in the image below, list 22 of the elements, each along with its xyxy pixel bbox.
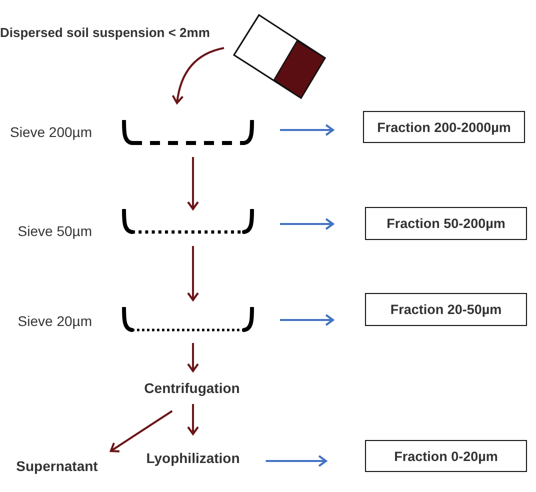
arrow xyxy=(280,218,334,230)
step-label: Lyophilization xyxy=(146,450,240,467)
arrow xyxy=(280,124,334,136)
sieve-label: Sieve 200µm xyxy=(10,124,92,140)
arrow xyxy=(172,47,224,104)
fraction-box: Fraction 200-2000µm xyxy=(363,111,525,143)
arrow xyxy=(187,246,199,301)
sieve-label: Sieve 20µm xyxy=(18,313,92,329)
beaker-drawing xyxy=(232,13,328,101)
arrow xyxy=(110,410,173,452)
arrow xyxy=(187,157,199,210)
step-label: Centrifugation xyxy=(144,380,240,397)
arrow xyxy=(187,404,199,435)
fraction-box: Fraction 20-50µm xyxy=(365,293,527,326)
fraction-box: Fraction 0-20µm xyxy=(365,440,527,472)
fraction-box: Fraction 50-200µm xyxy=(365,207,527,240)
product-label: Supernatant xyxy=(16,458,98,475)
sample-label: Dispersed soil suspension < 2mm xyxy=(0,25,210,41)
sieve-label: Sieve 50µm xyxy=(18,223,92,239)
arrow xyxy=(266,455,327,467)
arrow xyxy=(187,343,199,372)
arrow xyxy=(280,314,334,326)
